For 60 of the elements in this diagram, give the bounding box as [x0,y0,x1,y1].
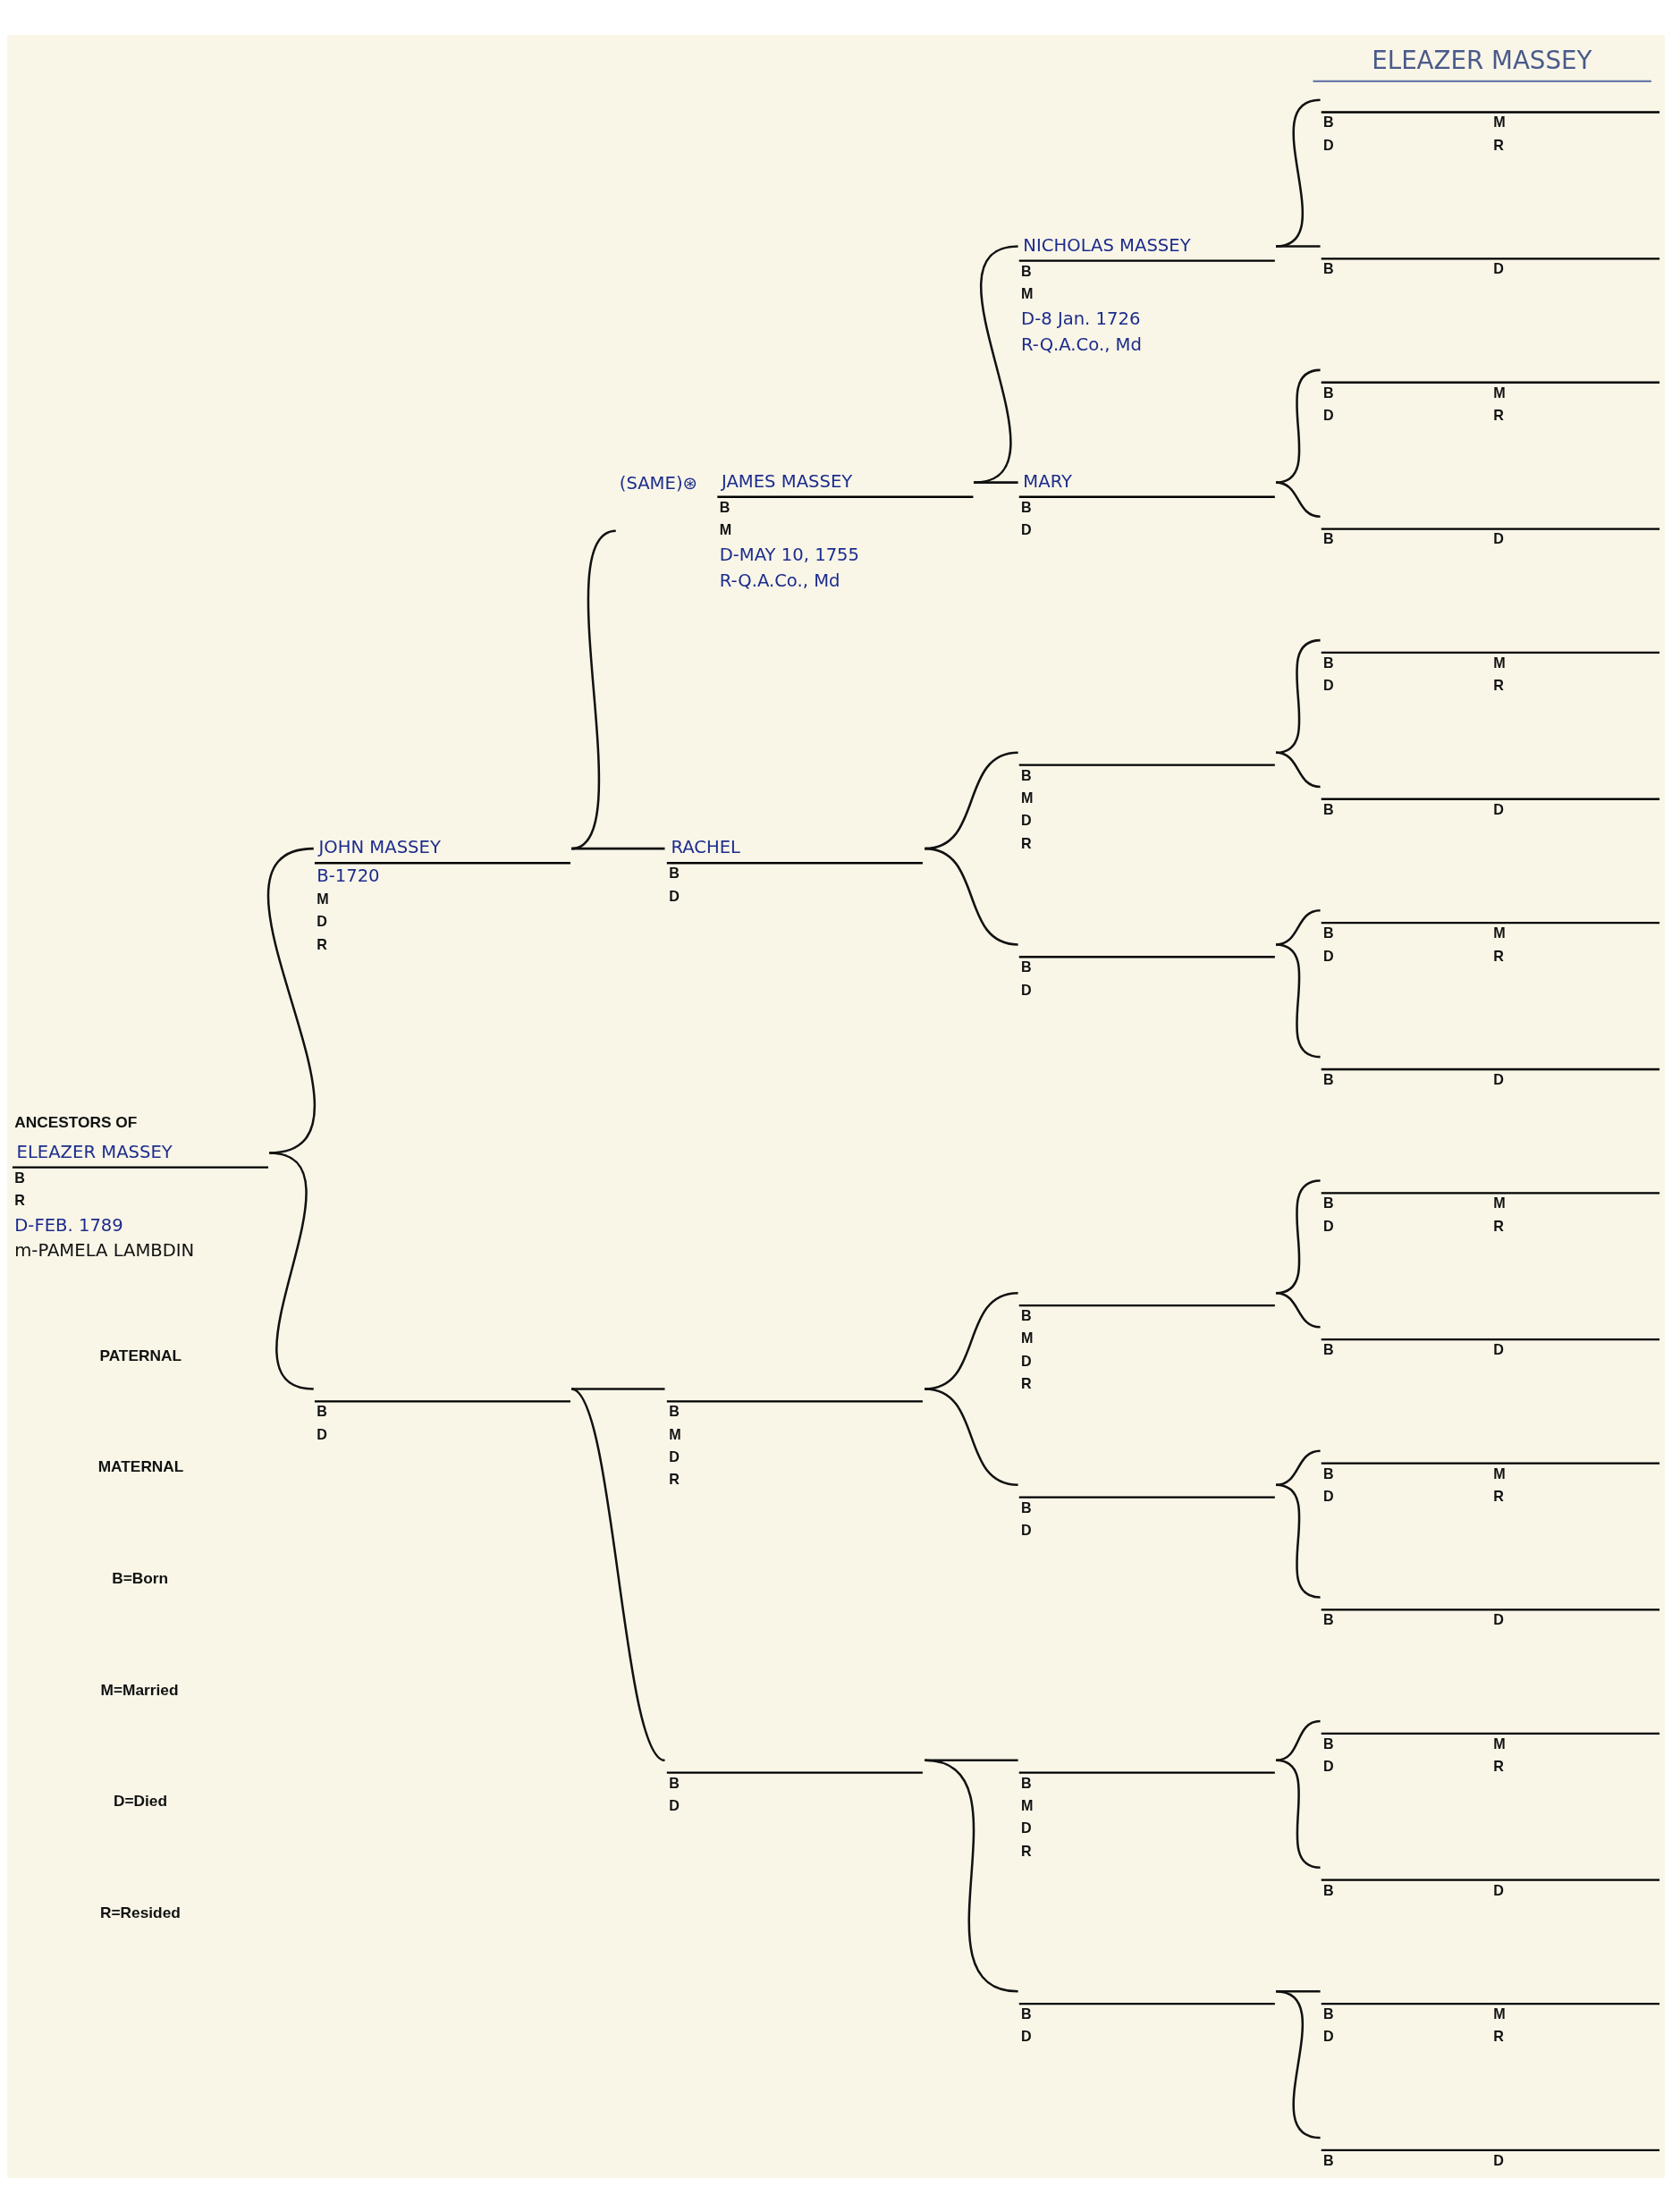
node-text: B M D R [1323,1194,1506,1234]
diagram-title: ELEAZER MASSEY [1372,45,1592,75]
label: B=Born [112,1568,169,1587]
node-text: ANCESTORS OF ELEAZER MASSEY B R D-FEB. 1789 m-PAMELA LAMBDIN [14,1112,195,1261]
node-text: B D [1323,1340,1505,1357]
connector [1275,368,1321,484]
label: R=Resided [99,1903,181,1921]
node-text: B D [1021,2005,1032,2044]
label: M=Married [100,1680,179,1699]
node-text: B M D R [1323,113,1506,153]
connector [571,847,665,849]
connector [1275,1719,1321,1761]
node-text: B D [1323,259,1505,276]
node-text: B D [1323,2151,1505,2168]
connector [1275,1449,1321,1486]
connector [925,1387,1018,1486]
connector [1275,1483,1321,1599]
connector [974,480,1018,484]
node-text: B M D R [1323,924,1506,964]
node-text: NICHOLAS MASSEY B M D-8 Jan. 1726 R-Q.A.Co., Md [1021,234,1191,355]
node-text: B M D R [1021,1306,1034,1391]
node-text: B D [1323,1881,1505,1898]
connector [925,847,1018,946]
node-text: B D [1021,1499,1032,1538]
node-text: B M D R [1323,1735,1506,1774]
node-text: B M D R [1021,766,1034,851]
connector [268,1151,315,1390]
connector [973,244,1018,484]
connector [1275,751,1321,788]
connector [1275,1989,1321,2139]
node-text: B D [1021,958,1032,998]
node-text: B D [1323,1610,1505,1627]
connector [1275,1291,1321,1329]
connector [267,847,316,1154]
node-text: B M D R [1021,1774,1034,1859]
node-text: JOHN MASSEY B-1720 M D R [317,836,441,952]
node-text: B D [669,1774,680,1813]
label: D=Died [113,1791,168,1810]
label: MATERNAL [97,1456,184,1475]
node-text: B M D R [1323,2005,1506,2044]
connector [570,1388,666,1761]
connector [1275,97,1321,248]
node-text: RACHEL B D [669,836,741,904]
label: PATERNAL [99,1346,182,1364]
connector [1275,638,1321,754]
connector [1275,480,1321,518]
connector [1275,942,1321,1058]
node-text: B D [317,1402,327,1442]
node-text: B M D R [1323,1465,1506,1504]
node-text: B M D R [669,1402,681,1487]
connector [924,1759,1018,1992]
node-text: B D [1323,1070,1505,1087]
node-text: MARY B D [1021,470,1072,537]
node-text: B M D R [1323,654,1506,693]
node-text: B M D R [1323,384,1506,423]
node-text: (SAME)⊛ JAMES MASSEY B M D-MAY 10, 1755 R-Q.A.Co., Md [619,470,860,591]
node-text: B D [1323,800,1505,817]
node-text: B D [1323,529,1505,546]
connector [1275,244,1321,248]
connector [571,1387,665,1390]
